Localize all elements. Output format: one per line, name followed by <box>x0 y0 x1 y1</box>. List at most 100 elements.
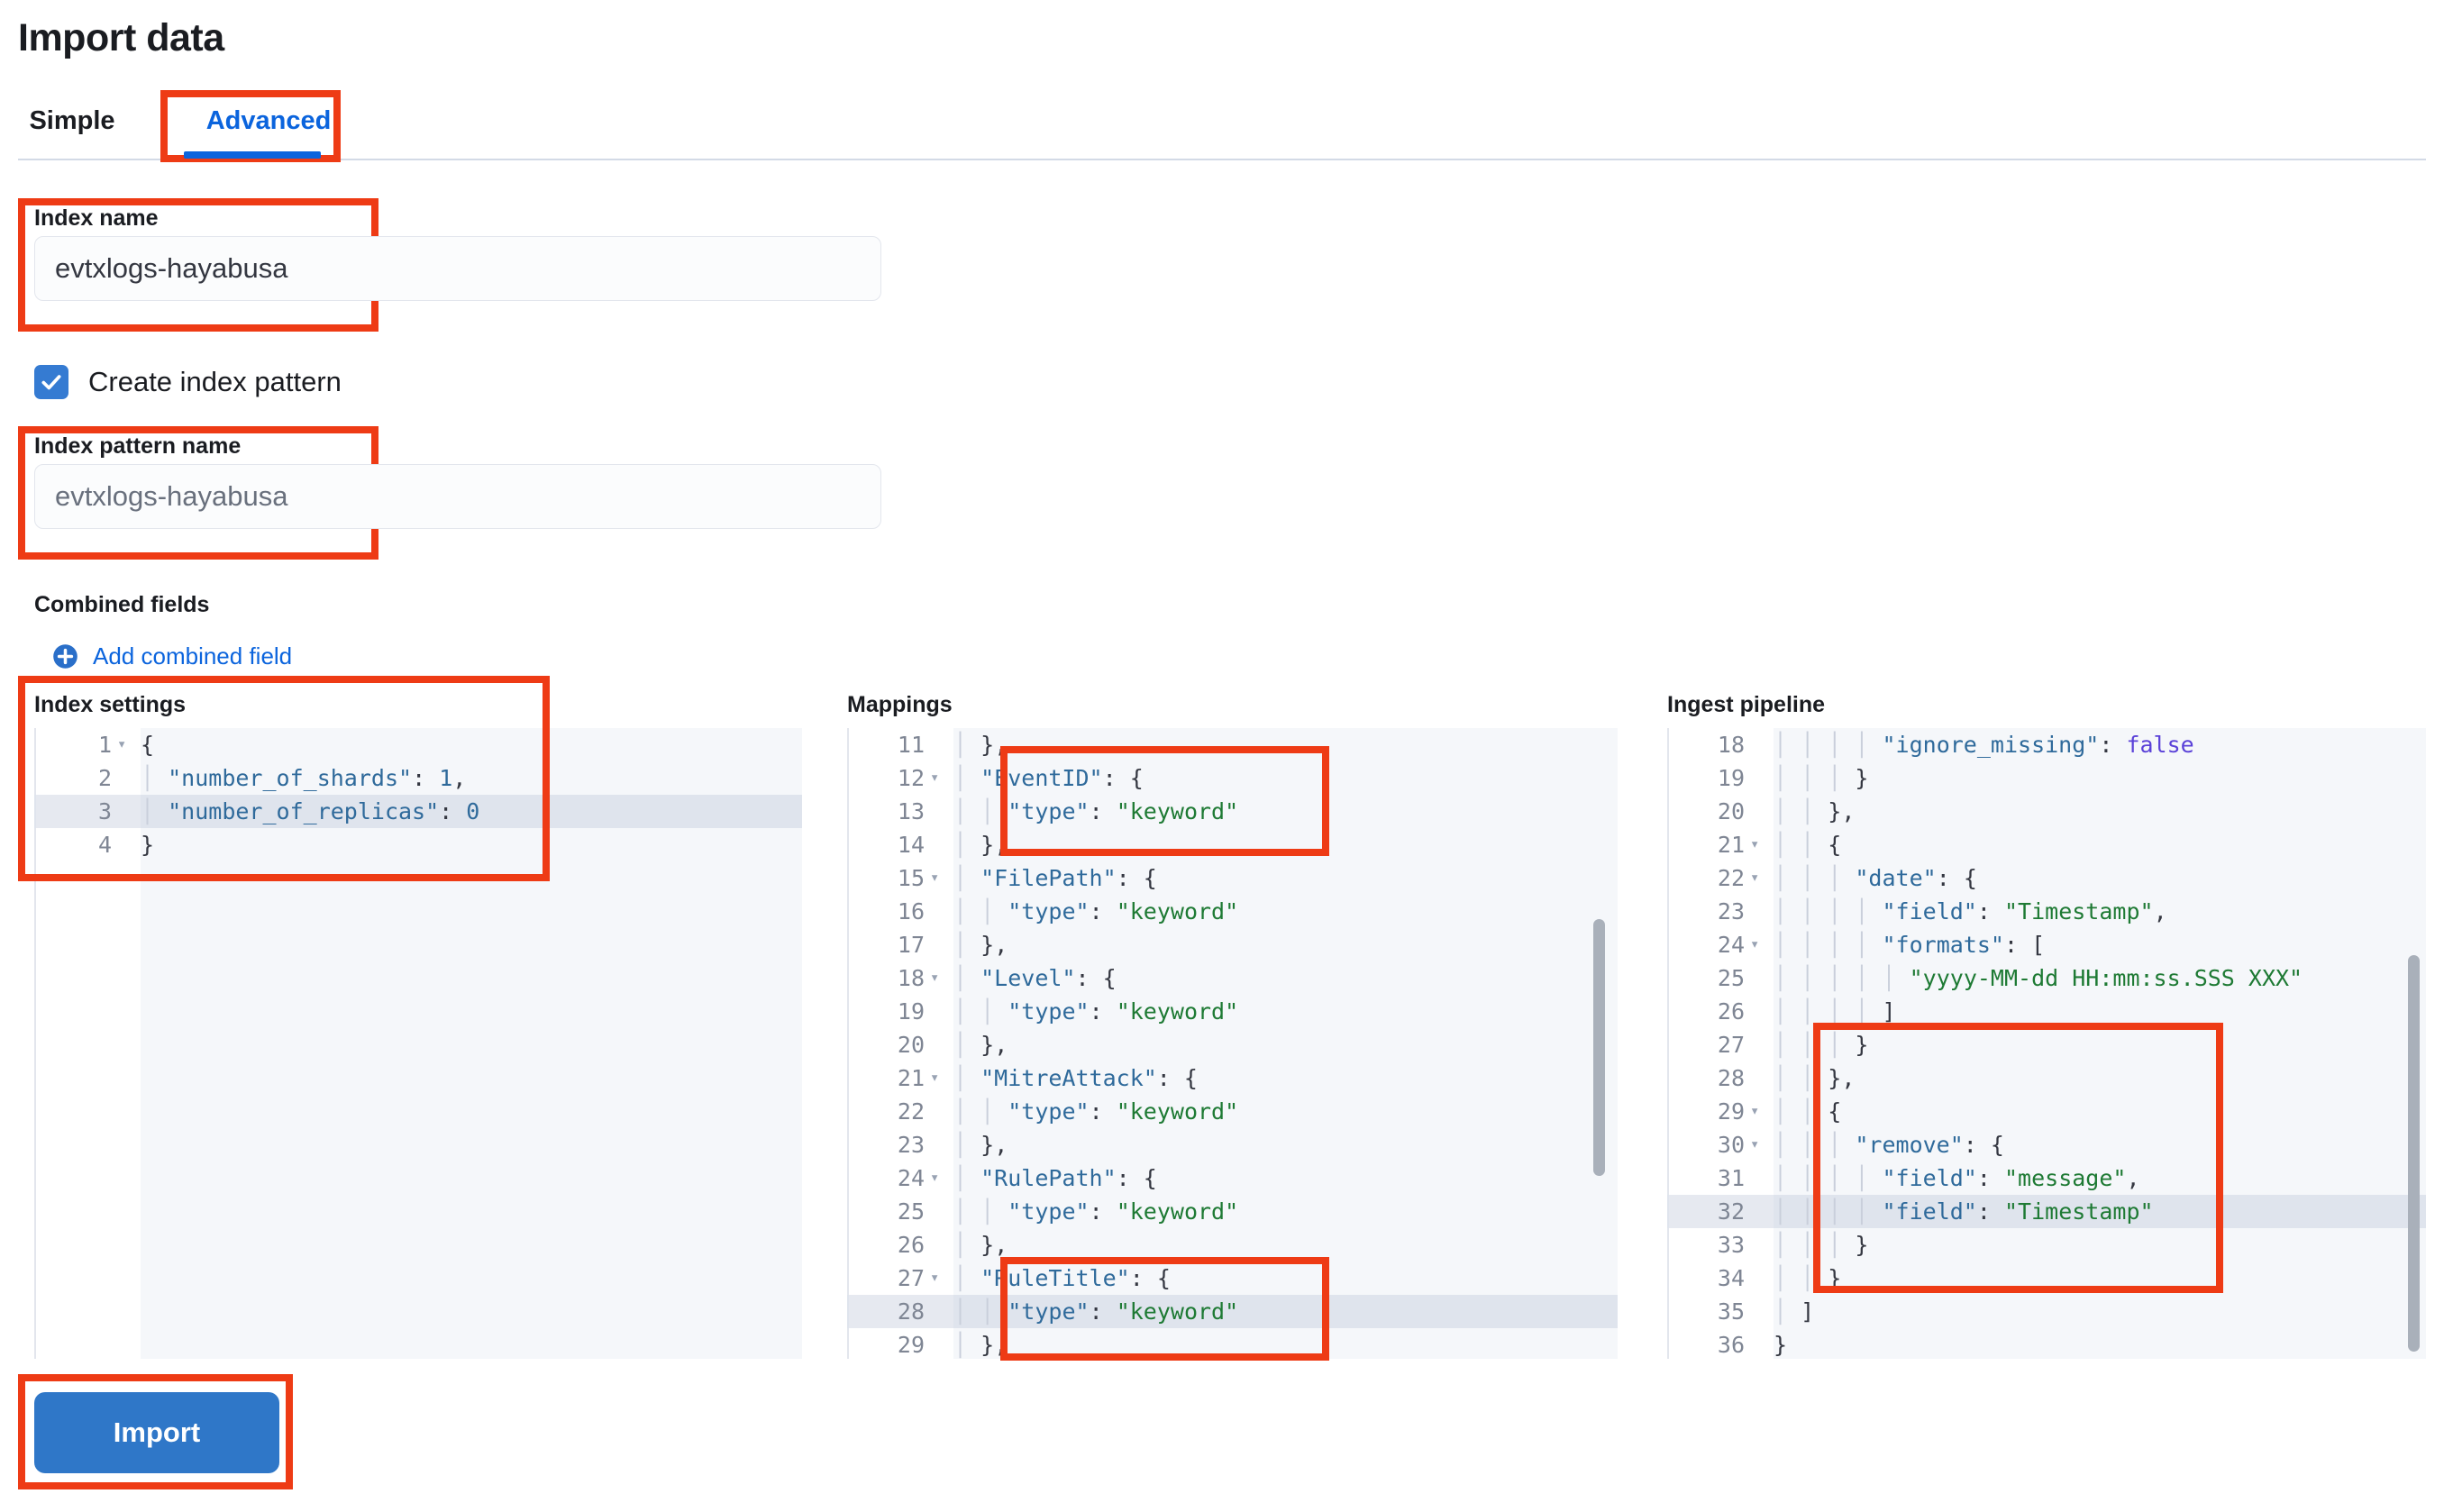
ingest-pipeline-label: Ingest pipeline <box>1667 692 1826 717</box>
line-number: 15 <box>897 865 925 891</box>
code-line: │ │ }, <box>1774 798 1856 824</box>
code-line: │ }, <box>953 1132 1008 1158</box>
line-number: 24 <box>1717 932 1745 958</box>
line-number: 36 <box>1717 1332 1745 1358</box>
page-title: Import data <box>18 16 224 59</box>
code-line: │ │ │ "date": { <box>1774 865 1977 891</box>
line-number: 27 <box>1717 1032 1745 1058</box>
line-number: 26 <box>897 1232 925 1258</box>
active-line-highlight <box>847 1295 1618 1328</box>
active-line-gutter <box>849 1295 953 1328</box>
fold-caret-icon[interactable]: ▾ <box>930 769 940 787</box>
code-line: │ │ │ │ "ignore_missing": false <box>1774 732 2194 758</box>
tab-active-underline <box>184 151 321 159</box>
code-line: │ │ │ } <box>1774 1232 1869 1258</box>
line-number: 14 <box>897 832 925 858</box>
code-line: │ │ { <box>1774 832 1842 858</box>
import-button[interactable]: Import <box>34 1392 279 1473</box>
code-line: │ │ │ │ │ "yyyy-MM-dd HH:mm:ss.SSS XXX" <box>1774 965 2303 991</box>
code-line: │ "RuleTitle": { <box>953 1265 1171 1291</box>
line-number: 22 <box>897 1098 925 1125</box>
editor-rows: 18 │ │ │ │ "ignore_missing": false 19 │ │ │… <box>1667 728 2426 1359</box>
code-line: } <box>1774 1332 1788 1358</box>
line-number: 12 <box>897 765 925 791</box>
code-line: │ │ │ │ ] <box>1774 998 1896 1025</box>
index-pattern-name-input[interactable]: evtxlogs-hayabusa <box>34 464 881 529</box>
code-line: │ │ │ │ "field": "Timestamp" <box>1774 1198 2154 1225</box>
line-number: 16 <box>897 898 925 925</box>
code-line: │ "number_of_replicas": 0 <box>141 798 480 824</box>
line-number: 34 <box>1717 1265 1745 1291</box>
line-number: 19 <box>1717 765 1745 791</box>
mappings-scrollbar[interactable] <box>1593 919 1605 1176</box>
fold-caret-icon[interactable]: ▾ <box>930 969 940 987</box>
line-number: 1 <box>97 732 112 758</box>
line-number: 24 <box>897 1165 925 1191</box>
fold-caret-icon[interactable]: ▾ <box>930 1069 940 1087</box>
ingest-pipeline-editor[interactable]: 18 │ │ │ │ "ignore_missing": false 19 │ │ │… <box>1667 728 2426 1359</box>
code-line: │ │ "type": "keyword" <box>953 1198 1239 1225</box>
line-number: 23 <box>1717 898 1745 925</box>
code-line: │ "FilePath": { <box>953 865 1157 891</box>
line-number: 23 <box>897 1132 925 1158</box>
tab-simple[interactable]: Simple <box>29 106 115 135</box>
line-number: 35 <box>1717 1298 1745 1325</box>
line-number: 25 <box>897 1198 925 1225</box>
mappings-editor[interactable]: 11│ },12▾│ "EventID": {13│ │ "type": "ke… <box>847 728 1618 1359</box>
line-number: 13 <box>897 798 925 824</box>
editor-left-rule <box>847 728 849 1359</box>
fold-caret-icon[interactable]: ▾ <box>1750 835 1760 853</box>
editor-gutter <box>1669 728 1774 1359</box>
code-line: │ }, <box>953 1332 1008 1358</box>
index-pattern-name-label: Index pattern name <box>34 433 242 459</box>
line-number: 11 <box>897 732 925 758</box>
code-line: │ }, <box>953 1032 1008 1058</box>
line-number: 25 <box>1717 965 1745 991</box>
line-number: 17 <box>897 932 925 958</box>
ingest-pipeline-scrollbar[interactable] <box>2408 955 2420 1352</box>
tab-bar: Simple Advanced <box>18 94 2426 159</box>
index-settings-editor[interactable]: 1▾{2│ "number_of_shards": 1,3│ "number_o… <box>34 728 802 1359</box>
code-line: │ │ } <box>1774 1265 1842 1291</box>
code-line: │ │ "type": "keyword" <box>953 898 1239 925</box>
fold-caret-icon[interactable]: ▾ <box>1750 1102 1760 1120</box>
line-number: 33 <box>1717 1232 1745 1258</box>
code-line: │ }, <box>953 732 1008 758</box>
code-line: │ │ { <box>1774 1098 1842 1125</box>
fold-caret-icon[interactable]: ▾ <box>930 1269 940 1287</box>
fold-caret-icon[interactable]: ▾ <box>1750 1135 1760 1153</box>
index-name-input[interactable]: evtxlogs-hayabusa <box>34 236 881 301</box>
fold-caret-icon[interactable]: ▾ <box>1750 869 1760 887</box>
line-number: 21 <box>897 1065 925 1091</box>
code-line: │ │ }, <box>1774 1065 1856 1091</box>
create-index-pattern-checkbox[interactable]: Create index pattern <box>34 365 342 399</box>
code-line: │ │ "type": "keyword" <box>953 998 1239 1025</box>
plus-circle-icon <box>52 643 78 669</box>
fold-caret-icon[interactable]: ▾ <box>117 735 127 753</box>
code-line: │ │ │ │ "field": "message", <box>1774 1165 2140 1191</box>
fold-caret-icon[interactable]: ▾ <box>930 1169 940 1187</box>
code-line: │ │ "type": "keyword" <box>953 798 1239 824</box>
line-number: 29 <box>897 1332 925 1358</box>
editor-gutter <box>36 728 141 1359</box>
editor-gutter <box>849 728 953 1359</box>
fold-caret-icon[interactable]: ▾ <box>930 869 940 887</box>
tab-advanced[interactable]: Advanced <box>205 106 332 135</box>
active-line-highlight <box>34 795 802 828</box>
index-settings-label: Index settings <box>34 692 187 717</box>
add-combined-field-button[interactable]: Add combined field <box>52 642 292 670</box>
code-line: │ │ │ } <box>1774 765 1869 791</box>
line-number: 3 <box>97 798 112 824</box>
fold-caret-icon[interactable]: ▾ <box>1750 935 1760 953</box>
active-line-highlight <box>1667 1195 2426 1228</box>
code-line: │ }, <box>953 932 1008 958</box>
tab-divider <box>18 159 2426 160</box>
line-number: 29 <box>1717 1098 1745 1125</box>
active-line-gutter <box>1669 1195 1774 1228</box>
line-number: 18 <box>1717 732 1745 758</box>
line-number: 30 <box>1717 1132 1745 1158</box>
code-line: } <box>141 832 155 858</box>
code-line: │ "number_of_shards": 1, <box>141 765 467 791</box>
line-number: 28 <box>897 1298 925 1325</box>
